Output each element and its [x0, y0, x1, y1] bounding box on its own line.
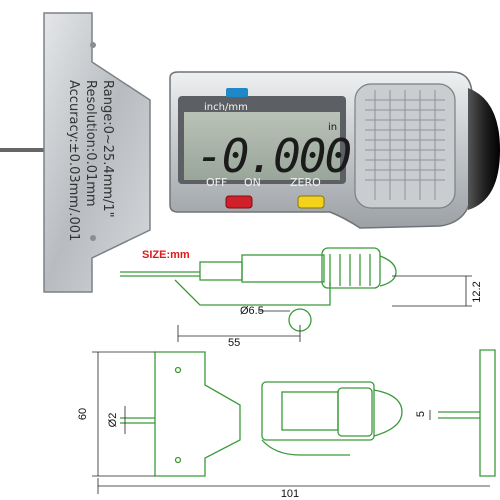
dim-height-60: 60 — [77, 408, 89, 420]
lcd-unit-indicator: in — [328, 122, 337, 133]
plate-resolution-text: Resolution:0.01mm — [83, 80, 98, 207]
black-knob — [468, 88, 500, 210]
plate-rivet-top — [90, 42, 96, 48]
probe-rod — [0, 148, 45, 152]
zero-button[interactable] — [297, 195, 325, 209]
dim-probe-dia-2: Ø2 — [107, 413, 119, 428]
plate-rivet-bottom — [90, 235, 96, 241]
off-label: OFF — [206, 176, 227, 189]
thumb-grip — [354, 83, 456, 209]
on-off-button[interactable] — [225, 195, 253, 209]
lcd-screen — [184, 112, 340, 180]
dim-height-12-2: 12.2 — [471, 281, 483, 302]
size-label: SIZE:mm — [142, 249, 190, 261]
side-view-drawing — [120, 247, 397, 332]
dim-offset-5: 5 — [415, 411, 427, 417]
dim-width-101: 101 — [281, 488, 299, 500]
plate-range-text: Range:0~25.4mm/1" — [100, 80, 115, 218]
side-view-dimensions — [177, 275, 472, 342]
base-plate — [43, 12, 151, 293]
dim-length-55: 55 — [228, 337, 240, 349]
lcd-reading: -0.000 — [196, 129, 350, 183]
on-label: ON — [244, 176, 261, 189]
unit-label: inch/mm — [204, 102, 248, 113]
dim-probe-diameter: Ø6.5 — [240, 305, 264, 317]
zero-label: ZERO — [290, 176, 321, 189]
front-view-dimensions — [92, 351, 490, 494]
inch-mm-button[interactable] — [226, 88, 248, 97]
plate-accuracy-text: Accuracy:±0.03mm/.001 — [66, 80, 81, 241]
front-view-drawing — [120, 349, 496, 477]
